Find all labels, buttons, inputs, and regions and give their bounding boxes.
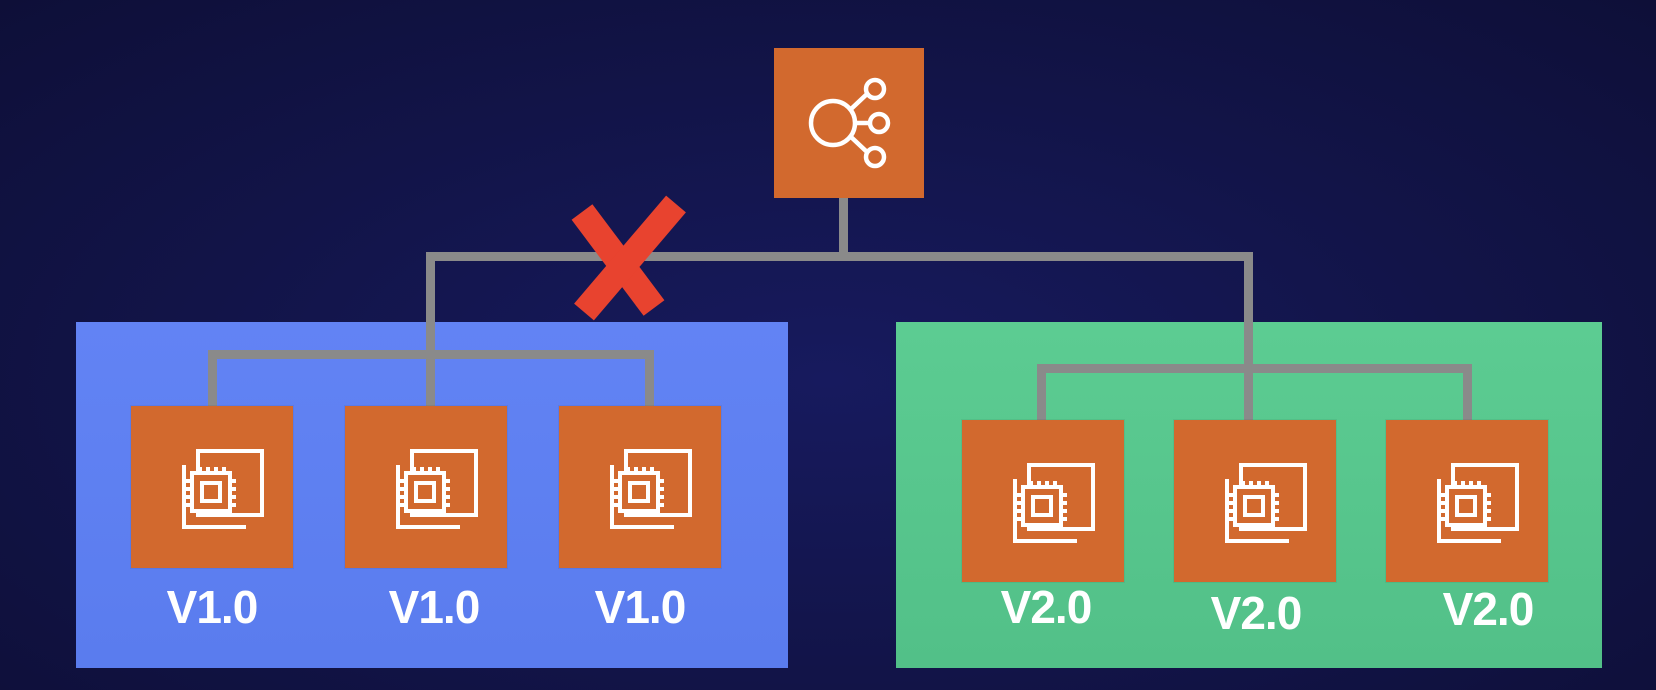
ec2-instance-icon: [1225, 463, 1307, 543]
ec2-instance-icon: [396, 449, 478, 529]
instance-version-label: V2.0: [1442, 583, 1535, 635]
x-mark-icon: [571, 195, 686, 321]
connector-to-green: [1244, 252, 1253, 420]
green-connector-drop-3: [1463, 364, 1472, 422]
instance-version-label: V2.0: [1000, 581, 1093, 633]
instance-tile: [131, 406, 293, 568]
instance-version-label: V1.0: [166, 581, 259, 633]
blue-connector-drop-2: [426, 350, 435, 408]
instance-tile: [962, 420, 1124, 582]
green-connector-drop-2: [1244, 364, 1253, 422]
instance-version-label: V2.0: [1210, 587, 1303, 639]
load-balancer: [774, 48, 924, 198]
ec2-instance-icon: [610, 449, 692, 529]
blue-connector-drop-3: [645, 350, 654, 408]
green-connector-horizontal: [1037, 364, 1472, 373]
connector-main-horizontal: [426, 252, 1253, 261]
connector-to-blue: [426, 252, 435, 407]
blue-connector-drop-1: [208, 350, 217, 408]
ec2-instance-icon: [182, 449, 264, 529]
instance-tile: [1174, 420, 1336, 582]
instance-version-label: V1.0: [388, 581, 481, 633]
ec2-instance-icon: [1013, 463, 1095, 543]
instance-tile: [345, 406, 507, 568]
connector-lb-stem: [839, 196, 848, 254]
instance-tile: [1386, 420, 1548, 582]
instance-version-label: V1.0: [594, 581, 687, 633]
ec2-instance-icon: [1437, 463, 1519, 543]
instance-tile: [559, 406, 721, 568]
load-balancer-icon: [808, 77, 891, 169]
green-connector-drop-1: [1037, 364, 1046, 422]
